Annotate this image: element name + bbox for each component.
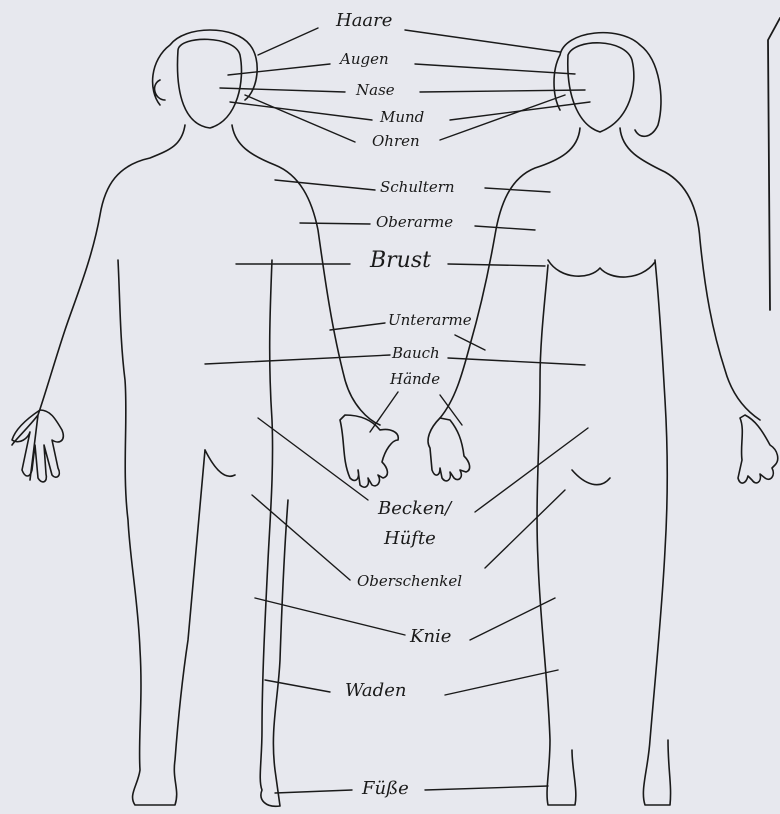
- label-eyes: Augen: [340, 52, 389, 67]
- female-chest: [548, 260, 655, 277]
- female-head: [568, 43, 634, 132]
- label-hip: Hüfte: [384, 530, 436, 548]
- male-figure: [12, 30, 398, 806]
- label-forearms: Unterarme: [388, 313, 472, 328]
- label-shoulders: Schultern: [380, 180, 455, 195]
- label-pelvis: Becken/: [378, 500, 451, 518]
- female-body-left-side: [440, 128, 580, 805]
- female-groin: [572, 470, 610, 485]
- label-thighs: Oberschenkel: [357, 574, 462, 589]
- label-chest: Brust: [370, 250, 431, 272]
- label-belly: Bauch: [392, 346, 440, 361]
- label-mouth: Mund: [380, 110, 424, 125]
- label-calves: Waden: [345, 682, 406, 700]
- label-hair: Haare: [336, 12, 392, 30]
- male-body-right-side: [232, 125, 380, 806]
- female-hair: [554, 33, 661, 137]
- male-groin: [205, 450, 235, 476]
- female-body-right-side: [620, 128, 760, 805]
- corner-paper-fragment: [768, 18, 780, 310]
- label-knees: Knie: [410, 628, 451, 646]
- female-right-hand: [738, 415, 778, 483]
- label-nose: Nase: [356, 83, 395, 98]
- male-right-hand: [340, 415, 398, 487]
- label-feet: Füße: [362, 780, 409, 798]
- label-ears: Ohren: [372, 134, 420, 149]
- male-body-left-side: [12, 125, 205, 805]
- female-figure: [428, 33, 778, 805]
- female-left-hand: [428, 418, 470, 481]
- male-head: [177, 39, 241, 128]
- label-upper-arms: Oberarme: [376, 215, 453, 230]
- label-hands: Hände: [390, 372, 440, 387]
